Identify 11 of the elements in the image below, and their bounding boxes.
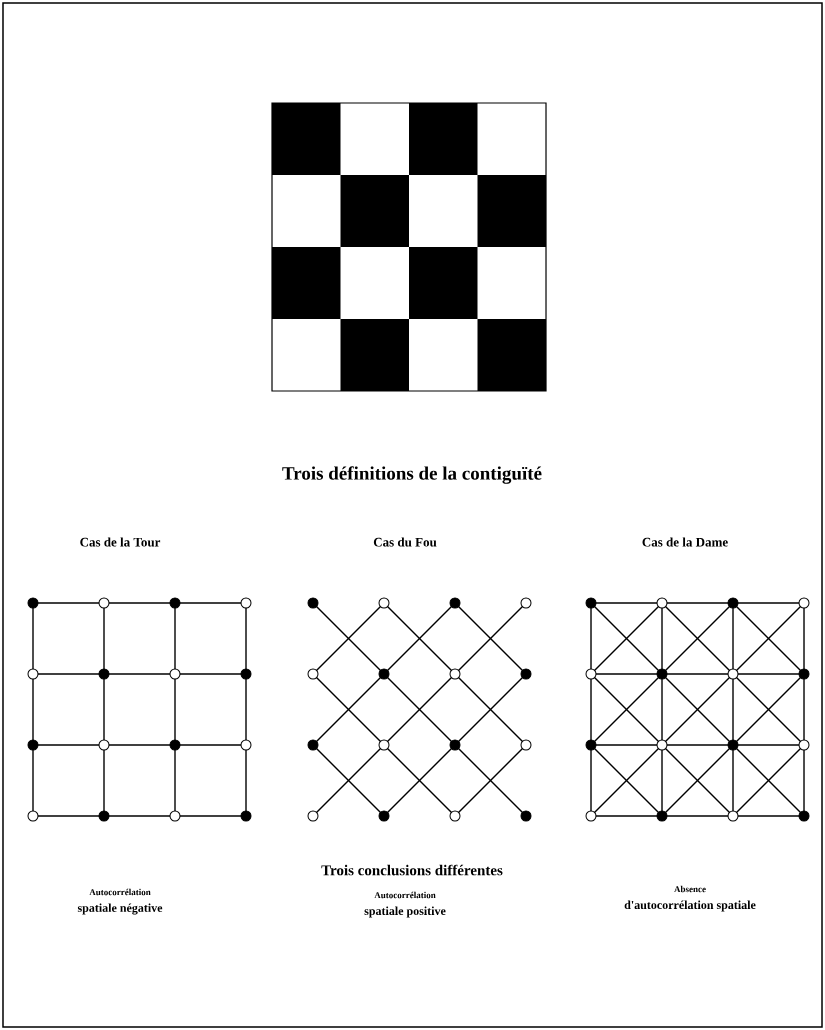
subheading: Cas du Fou <box>373 537 437 547</box>
subheading: Cas de la Tour <box>80 537 161 547</box>
conclusion-text: d'autocorrélation spatiale <box>624 900 756 912</box>
conclusion-text: Absence <box>674 885 706 893</box>
conclusion-text: Autocorrélation <box>89 888 151 896</box>
heading: Trois définitions de la contiguïté <box>282 466 542 484</box>
subheading: Cas de la Dame <box>642 537 728 547</box>
conclusion-text: spatiale positive <box>364 906 446 918</box>
conclusion-text: spatiale négative <box>77 903 163 915</box>
heading: Trois conclusions différentes <box>321 864 503 876</box>
conclusion-text: Autocorrélation <box>374 891 436 899</box>
